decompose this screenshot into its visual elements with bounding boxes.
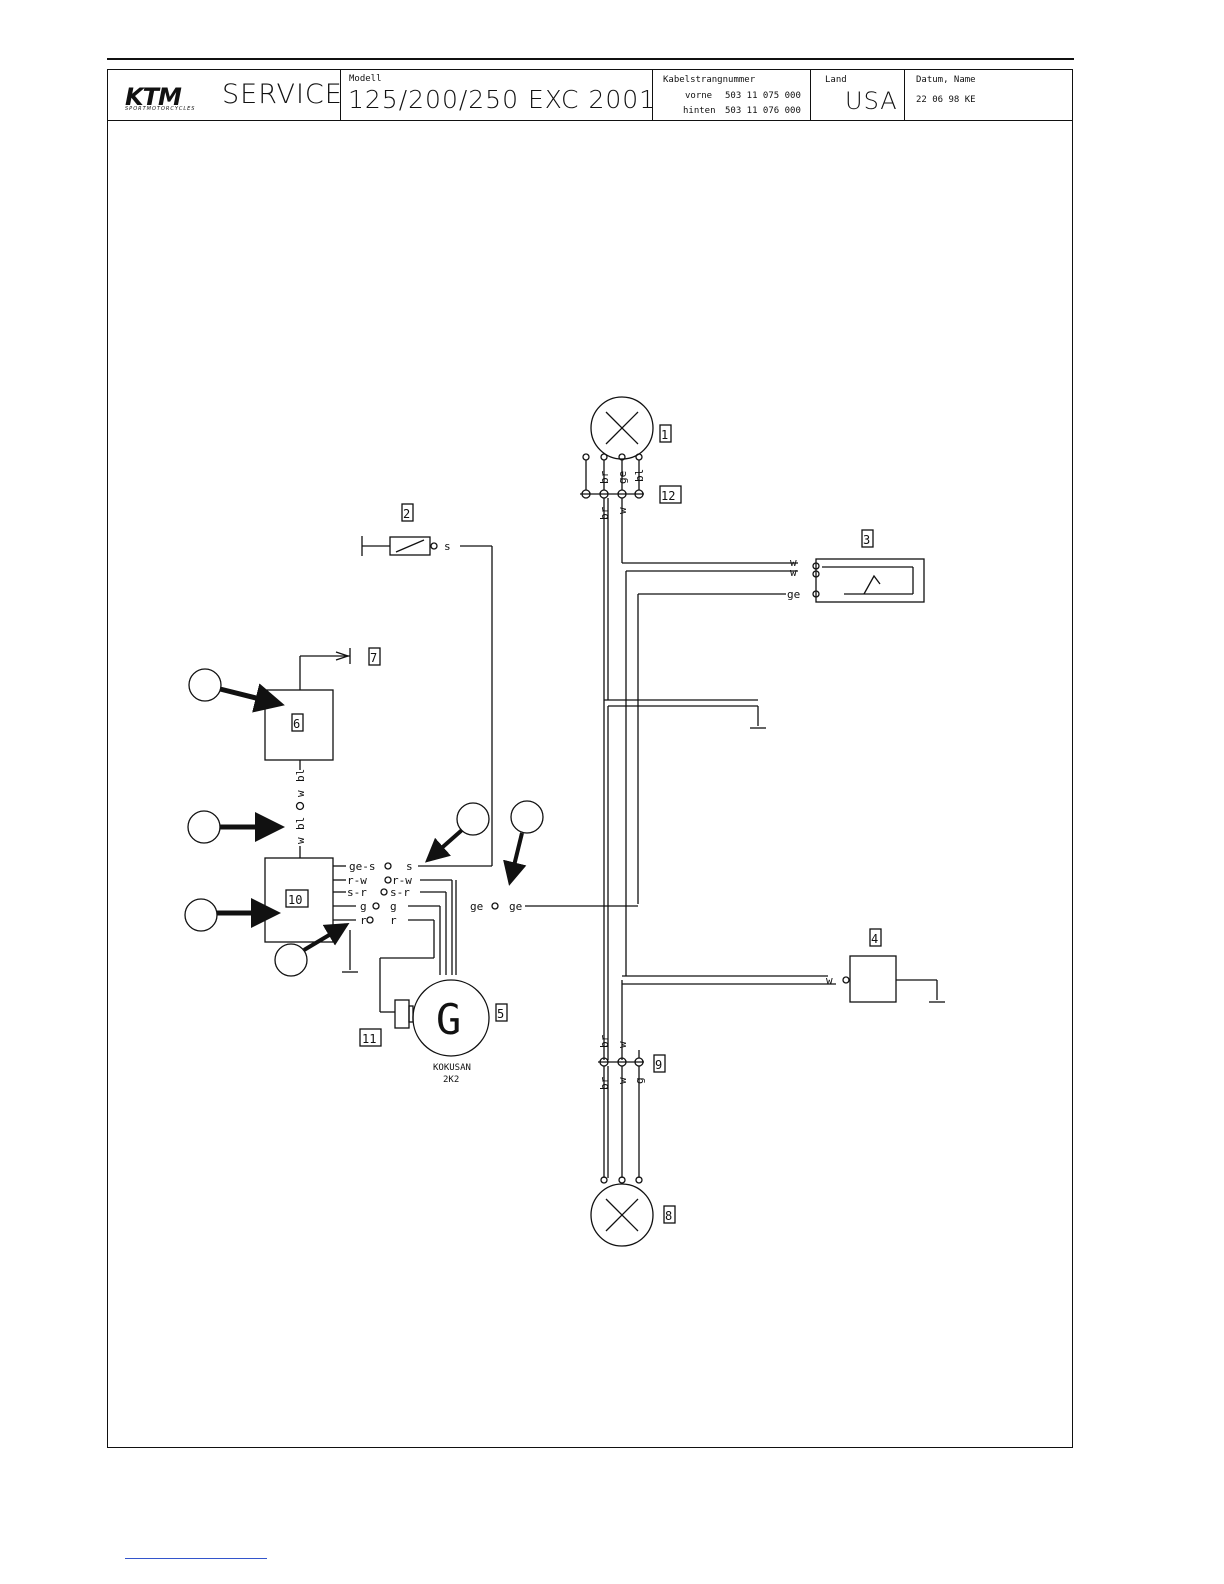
callout-markers bbox=[185, 669, 543, 976]
component-number-boxes bbox=[286, 425, 881, 1223]
wire-ge-left: ge bbox=[470, 900, 483, 913]
label-6: 6 bbox=[293, 717, 300, 731]
label-5: 5 bbox=[497, 1007, 504, 1021]
wire-w-3b: w bbox=[790, 566, 797, 579]
wire-bl-1: bl bbox=[633, 469, 646, 482]
wire-g-b: g bbox=[390, 900, 397, 913]
wire-w-9b: w bbox=[616, 1077, 629, 1084]
generator-symbol: G bbox=[436, 995, 461, 1044]
wire-g-a: g bbox=[360, 900, 367, 913]
wire-w-6a: w bbox=[294, 790, 307, 797]
label-3: 3 bbox=[863, 533, 870, 547]
label-9: 9 bbox=[655, 1058, 662, 1072]
label-8: 8 bbox=[665, 1209, 672, 1223]
wire-w-9a: w bbox=[616, 1041, 629, 1048]
switch-3 bbox=[622, 559, 924, 976]
pickup-11 bbox=[395, 1000, 413, 1028]
wire-bl-6b: bl bbox=[294, 817, 307, 830]
wire-r-a: r bbox=[360, 914, 367, 927]
label-12: 12 bbox=[661, 489, 675, 503]
kill-switch-2 bbox=[362, 536, 492, 866]
wire-bl-6a: bl bbox=[294, 769, 307, 782]
wire-ge-1: ge bbox=[616, 471, 629, 484]
wire-r-b: r bbox=[390, 914, 397, 927]
wire-ge-right: ge bbox=[509, 900, 522, 913]
label-10: 10 bbox=[288, 893, 302, 907]
taillight-component bbox=[591, 1184, 653, 1246]
wire-w-4: w bbox=[826, 974, 833, 987]
generator-maker: KOKUSAN bbox=[433, 1063, 471, 1073]
connector-9 bbox=[598, 1050, 644, 1183]
label-11: 11 bbox=[362, 1032, 376, 1046]
connector-12 bbox=[580, 490, 644, 700]
wire-ge-3: ge bbox=[787, 588, 800, 601]
wire-w-6b: w bbox=[294, 837, 307, 844]
wire-br-9a: br bbox=[598, 1034, 611, 1048]
wire-s-r-a: s-r bbox=[347, 886, 367, 899]
label-4: 4 bbox=[871, 932, 878, 946]
wire-s-r-b: s-r bbox=[390, 886, 410, 899]
wire-br-12: br bbox=[598, 506, 611, 520]
wire-w-12: w bbox=[616, 507, 629, 514]
generator-model: 2K2 bbox=[443, 1075, 459, 1085]
wire-br-9b: br bbox=[598, 1076, 611, 1090]
component-4 bbox=[622, 956, 945, 1002]
wire-s-kill: s bbox=[444, 540, 451, 553]
wire-br-1: br bbox=[598, 470, 611, 484]
label-1: 1 bbox=[661, 428, 668, 442]
wire-ge-s: ge-s bbox=[349, 860, 376, 873]
label-7: 7 bbox=[370, 651, 377, 665]
wire-g-9: g bbox=[633, 1077, 646, 1084]
wire-s-10: s bbox=[406, 860, 413, 873]
ground-bus bbox=[604, 700, 766, 1060]
label-2: 2 bbox=[403, 507, 410, 521]
